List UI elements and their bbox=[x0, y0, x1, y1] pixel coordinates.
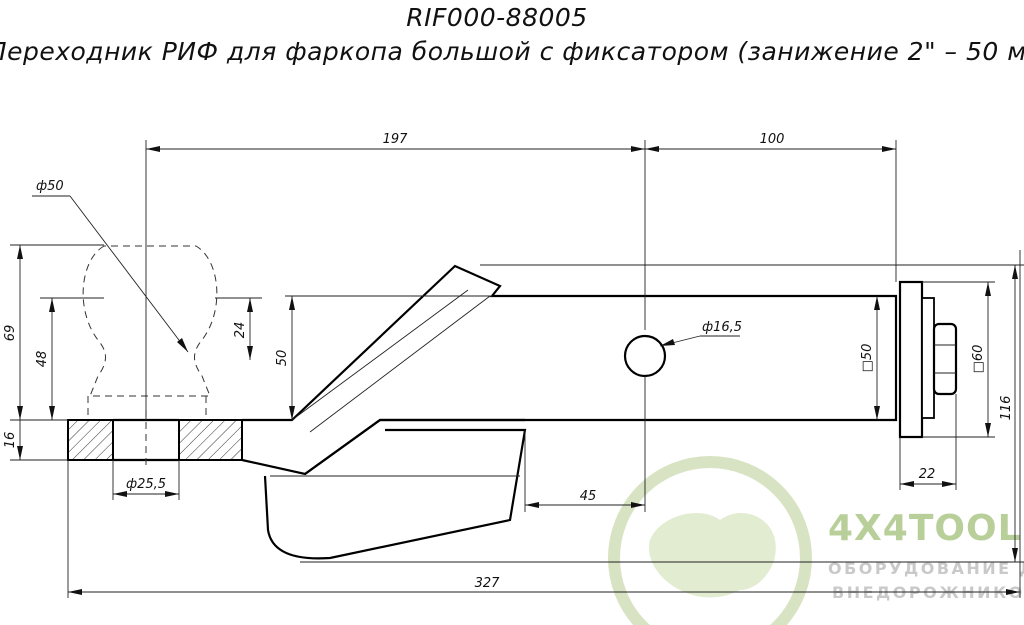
dim-69: 69 bbox=[3, 325, 18, 342]
dimension-lines bbox=[10, 140, 1024, 598]
dim-50-left: 50 bbox=[275, 350, 290, 367]
pin-hole bbox=[623, 334, 667, 378]
brand-tagline-2: ВНЕДОРОЖНИКОВ bbox=[832, 583, 1024, 602]
dim-48: 48 bbox=[35, 351, 50, 368]
dim-square-60: □60 bbox=[971, 345, 986, 374]
gusset-bracket bbox=[263, 428, 527, 560]
dim-197: 197 bbox=[383, 132, 409, 147]
part-number: RIF000-88005 bbox=[406, 3, 587, 32]
lock-bolt bbox=[932, 322, 958, 396]
dim-45: 45 bbox=[580, 489, 597, 504]
dim-plate-hole: ф25,5 bbox=[126, 477, 166, 492]
tow-ball bbox=[82, 245, 218, 397]
dim-116: 116 bbox=[999, 396, 1014, 421]
logo-emblem-icon bbox=[649, 512, 776, 598]
brand-tagline-1: ОБОРУДОВАНИЕ ДЛЯ bbox=[828, 559, 1024, 578]
drop-shank bbox=[241, 264, 898, 476]
end-flange bbox=[898, 280, 924, 439]
dim-327: 327 bbox=[475, 576, 501, 591]
dim-100: 100 bbox=[760, 132, 785, 147]
dim-ball-diameter: ф50 bbox=[36, 179, 64, 194]
brand-watermark: 4X4TOOLS ОБОРУДОВАНИЕ ДЛЯ ВНЕДОРОЖНИКОВ bbox=[608, 456, 1024, 625]
dim-22: 22 bbox=[919, 467, 936, 482]
dim-16: 16 bbox=[3, 432, 18, 449]
part-outline bbox=[67, 245, 958, 560]
dim-pin-hole: ф16,5 bbox=[702, 320, 742, 335]
drawing-title: Переходник РИФ для фаркопа большой с фик… bbox=[0, 37, 1024, 66]
brand-name: 4X4TOOLS bbox=[828, 508, 1024, 549]
plate-section-right bbox=[178, 419, 243, 461]
dim-square-50: □50 bbox=[860, 344, 875, 373]
dim-24: 24 bbox=[233, 322, 248, 339]
plate-section-left bbox=[67, 419, 114, 461]
dimension-labels: 197 100 327 45 22 ф25,5 ф50 ф16,5 69 16 … bbox=[3, 132, 1014, 591]
